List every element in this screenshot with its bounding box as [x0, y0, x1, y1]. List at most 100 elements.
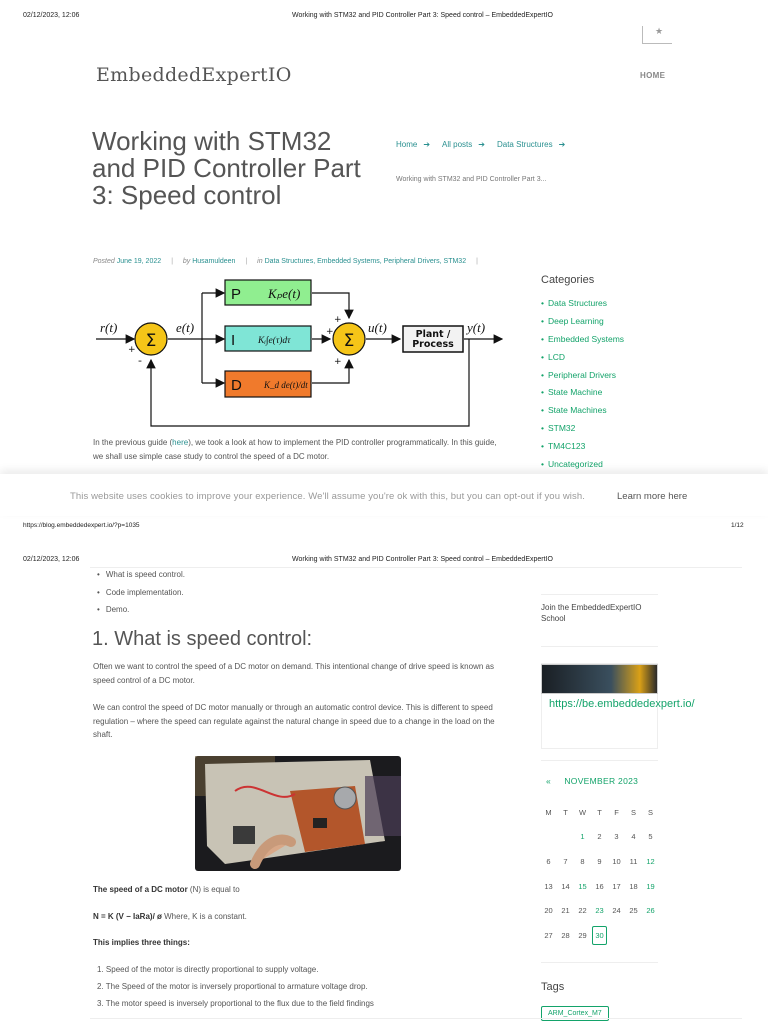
calendar-day: 3 — [614, 832, 619, 842]
calendar-day: 27 — [544, 930, 553, 940]
breadcrumb-category[interactable]: Data Structures — [496, 140, 553, 149]
sum-junction-1 — [134, 322, 168, 356]
print-date: 02/12/2023, 12:06 — [23, 556, 80, 563]
tag-link[interactable]: ARM_Cortex_M7 — [541, 1006, 609, 1021]
plus-sign: + — [326, 327, 334, 337]
calendar-month: NOVEMBER 2023 — [564, 776, 639, 786]
posted-label: Posted — [93, 258, 115, 265]
list-item: 2. The Speed of the motor is inversely p… — [97, 982, 368, 991]
calendar-day: 5 — [648, 832, 653, 842]
table-of-contents: What is speed control. Code implementati… — [97, 570, 185, 623]
category-link[interactable]: Data Structures — [541, 298, 624, 316]
promo-card[interactable] — [541, 663, 658, 749]
promo-image[interactable] — [541, 664, 658, 694]
p-block — [224, 279, 312, 306]
calendar-header: « NOVEMBER 2023 — [546, 776, 638, 786]
post-date[interactable]: June 19, 2022 — [116, 258, 162, 265]
category-link[interactable]: Embedded Systems — [541, 334, 624, 352]
promo-link[interactable]: https://be.embeddedexpert.io/ — [549, 698, 695, 710]
y-label: y(t) — [465, 320, 485, 335]
plant-block — [402, 325, 464, 353]
post-author[interactable]: Husamuldeen — [192, 258, 236, 265]
calendar-day: 25 — [629, 906, 638, 916]
divider — [541, 962, 658, 963]
paragraph: This implies three things: — [93, 938, 190, 947]
calendar-day: 13 — [544, 881, 553, 891]
calendar-day: 4 — [631, 832, 636, 842]
print-date: 02/12/2023, 12:06 — [23, 12, 80, 19]
category-link[interactable]: TM4C123 — [541, 441, 624, 459]
divider — [541, 646, 658, 647]
minus-sign: - — [138, 354, 142, 367]
arrow-right-icon: ➔ — [558, 140, 566, 149]
divider — [541, 594, 658, 595]
sum-symbol-1: Σ — [146, 331, 157, 351]
calendar-weekday: T — [563, 807, 568, 817]
calendar-weekday: T — [597, 807, 602, 817]
category-link[interactable]: LCD — [541, 352, 624, 370]
calendar-day: 10 — [612, 856, 621, 866]
calendar-day[interactable]: 30 — [591, 923, 608, 948]
cookie-learn-more-link[interactable]: Learn more here — [617, 491, 688, 502]
calendar-day: 28 — [561, 930, 570, 940]
breadcrumb-home[interactable]: Home — [396, 140, 418, 149]
category-link[interactable]: Deep Learning — [541, 316, 624, 334]
plus-sign: + — [334, 357, 342, 367]
toc-item[interactable]: What is speed control. — [97, 570, 185, 588]
formula-paragraph: N = K (V − IaRa)/ ø Where, K is a consta… — [93, 912, 247, 921]
calendar-day: 21 — [561, 906, 570, 916]
p-formula: Kₚe(t) — [267, 286, 300, 301]
post-meta: Posted June 19, 2022 | by Husamuldeen | … — [93, 258, 478, 265]
sum-symbol-2: Σ — [344, 331, 355, 351]
breadcrumb-all-posts[interactable]: All posts — [442, 140, 473, 149]
previous-guide-link[interactable]: here — [172, 438, 189, 447]
in-label: in — [257, 258, 263, 265]
calendar-prev-button[interactable]: « — [546, 776, 552, 786]
post-categories[interactable]: Data Structures, Embedded Systems, Perip… — [264, 258, 467, 265]
i-formula: Kᵢ∫e(τ)dτ — [257, 335, 291, 346]
print-doc-title: Working with STM32 and PID Controller Pa… — [292, 12, 553, 19]
by-label: by — [182, 258, 191, 265]
calendar-day[interactable]: 12 — [646, 856, 655, 866]
calendar-day: 11 — [629, 856, 638, 866]
category-link[interactable]: STM32 — [541, 423, 624, 441]
category-link[interactable]: State Machines — [541, 405, 624, 423]
calendar-day[interactable]: 23 — [595, 906, 604, 916]
calendar-day[interactable]: 19 — [646, 881, 655, 891]
breadcrumb: Home➔All posts➔Data Structures➔ — [396, 140, 577, 149]
breadcrumb-current: Working with STM32 and PID Controller Pa… — [396, 176, 547, 183]
calendar-day[interactable]: 1 — [580, 832, 585, 842]
d-letter: D — [231, 377, 242, 394]
toc-item[interactable]: Code implementation. — [97, 588, 185, 606]
calendar-day[interactable]: 15 — [578, 881, 587, 891]
print-doc-title: Working with STM32 and PID Controller Pa… — [292, 556, 553, 563]
plus-sign: + — [334, 315, 342, 325]
toc-item[interactable]: Demo. — [97, 605, 185, 623]
plant-label-1: Plant / — [416, 329, 451, 340]
calendar-day: 29 — [578, 930, 587, 940]
plant-label-2: Process — [412, 339, 454, 350]
site-logo[interactable]: EmbeddedExpertIO — [96, 64, 292, 86]
category-link[interactable]: Peripheral Drivers — [541, 370, 624, 388]
bookmark-icon[interactable]: ★ — [642, 26, 672, 44]
category-link[interactable]: Uncategorized — [541, 459, 624, 477]
calendar-weekday: S — [647, 807, 653, 817]
nav-home[interactable]: HOME — [640, 71, 666, 80]
calendar-day: 6 — [546, 856, 551, 866]
category-link[interactable]: State Machine — [541, 387, 624, 405]
post-title: Working with STM32 and PID Controller Pa… — [92, 126, 361, 210]
calendar-weekday: W — [578, 807, 587, 817]
calendar-day: 24 — [612, 906, 621, 916]
calendar-day: 7 — [563, 856, 568, 866]
calendar-empty-cell — [557, 825, 574, 850]
calendar-weekday: S — [630, 807, 636, 817]
calendar-day: 18 — [629, 881, 638, 891]
section-heading: 1. What is speed control: — [92, 628, 313, 650]
list-item: 1. Speed of the motor is directly propor… — [97, 965, 319, 974]
cookie-text: This website uses cookies to improve you… — [70, 491, 585, 502]
calendar-day[interactable]: 26 — [646, 906, 655, 916]
paragraph: Often we want to control the speed of a … — [93, 662, 494, 685]
calendar-empty-cell — [625, 923, 642, 948]
print-url: https://blog.embeddedexpert.io/?p=1035 — [23, 522, 140, 529]
